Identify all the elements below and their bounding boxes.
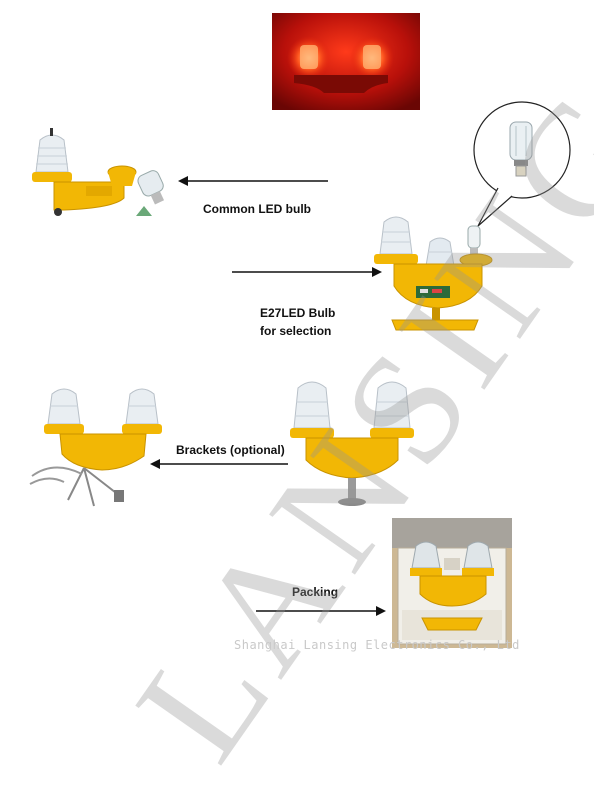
arrow-to-common-led	[178, 175, 330, 187]
double-fixture-pole-photo	[286, 372, 426, 510]
common-led-label: Common LED bulb	[203, 202, 311, 216]
brackets-label: Brackets (optional)	[176, 443, 285, 457]
packing-label: Packing	[292, 585, 339, 599]
red-lamp-photo	[272, 13, 420, 110]
common-led-fixture-photo	[24, 126, 174, 226]
packing-photo	[392, 518, 512, 648]
double-fixture-e27-photo	[366, 208, 496, 336]
bracket-fixture-photo	[24, 380, 174, 514]
arrow-to-e27-fixture	[230, 266, 382, 278]
arrow-to-packing	[254, 605, 386, 617]
arrow-to-bracket-fixture	[150, 458, 290, 470]
e27-label-line1: E27LED Bulb	[260, 306, 336, 320]
e27-bulb-bubble	[470, 96, 576, 236]
e27-label-line2: for selection	[260, 324, 332, 338]
company-footer: Shanghai Lansing Electronics Co., Ltd	[234, 638, 520, 652]
